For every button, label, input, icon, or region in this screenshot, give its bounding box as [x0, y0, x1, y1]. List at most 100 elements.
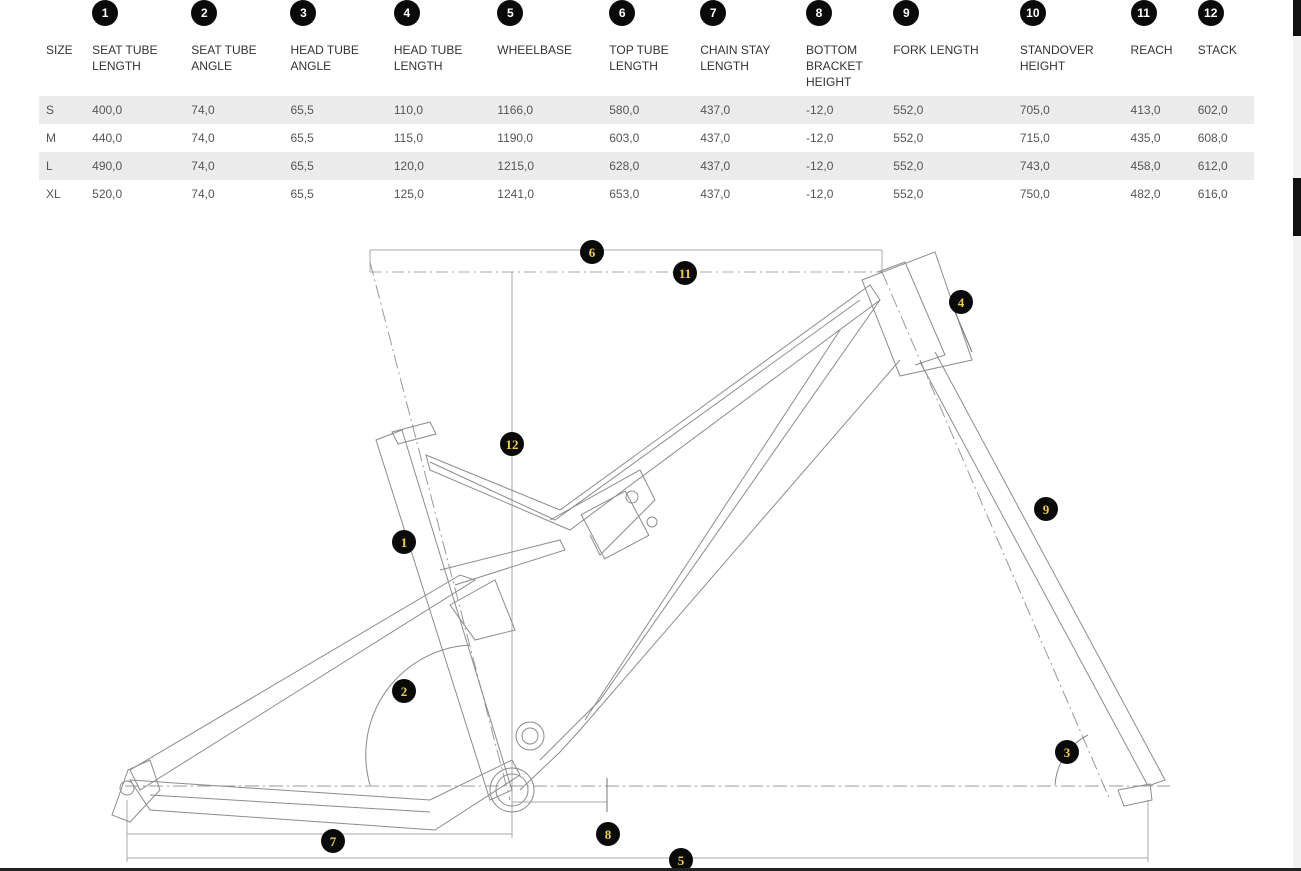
marker-8: 8 — [596, 822, 620, 846]
badge-2: 2 — [191, 0, 218, 26]
frame-lines — [111, 249, 1170, 862]
table-cell: 413,0 — [1123, 96, 1191, 124]
vertical-scrollbar[interactable] — [1293, 0, 1301, 871]
table-cell: 616,0 — [1197, 187, 1228, 201]
table-cell: 437,0 — [700, 187, 731, 201]
badge-10: 10 — [1019, 0, 1046, 26]
header-size: SIZE — [46, 43, 73, 57]
svg-text:4: 4 — [958, 295, 965, 310]
header-stack: STACK — [1197, 43, 1237, 57]
table-cell: 437,0 — [693, 96, 800, 124]
cell-size: S — [39, 96, 86, 124]
svg-text:9: 9 — [1043, 502, 1050, 517]
badge-3: 3 — [290, 0, 317, 26]
svg-text:3: 3 — [1064, 745, 1071, 760]
table-cell: 435,0 — [1130, 131, 1161, 145]
marker-4: 4 — [949, 290, 973, 314]
table-cell: 705,0 — [1012, 96, 1124, 124]
cell-size: XL — [46, 187, 61, 201]
svg-text:12: 12 — [506, 437, 519, 452]
table-cell: 612,0 — [1190, 152, 1254, 180]
table-cell: 653,0 — [609, 187, 640, 201]
badge-6: 6 — [609, 0, 636, 26]
badge-1: 1 — [92, 0, 119, 26]
table-cell: 1166,0 — [490, 96, 603, 124]
header-wheelbase: WHEELBASE — [497, 43, 572, 57]
geometry-table: 1 2 3 4 5 6 7 8 9 10 11 12 SIZE SEAT TUB… — [39, 0, 1254, 208]
table-cell: 1190,0 — [497, 131, 534, 145]
badge-8: 8 — [806, 0, 833, 26]
badge-12: 12 — [1197, 0, 1224, 26]
badge-7: 7 — [700, 0, 727, 26]
table-cell: 490,0 — [85, 152, 185, 180]
empty-cell — [39, 0, 85, 38]
marker-11: 11 — [673, 261, 697, 285]
svg-text:8: 8 — [605, 827, 612, 842]
number-badge-row: 1 2 3 4 5 6 7 8 9 10 11 12 — [39, 0, 1254, 38]
table-cell: 74,0 — [184, 96, 284, 124]
marker-12: 12 — [500, 432, 524, 456]
diagram-markers: 6 11 4 12 9 1 2 3 7 8 5 — [321, 240, 1079, 871]
table-cell: 628,0 — [602, 152, 694, 180]
scrollbar-thumb[interactable] — [1293, 178, 1301, 236]
table-cell: 743,0 — [1012, 152, 1124, 180]
marker-1: 1 — [392, 530, 416, 554]
marker-2: 2 — [392, 679, 416, 703]
table-cell: 608,0 — [1197, 131, 1228, 145]
header-reach: REACH — [1130, 43, 1173, 57]
table-cell: 400,0 — [85, 96, 185, 124]
table-cell: 482,0 — [1130, 187, 1161, 201]
table-cell: 552,0 — [886, 152, 1013, 180]
table-cell: 520,0 — [92, 187, 123, 201]
table-cell: 110,0 — [386, 96, 491, 124]
table-cell: 437,0 — [693, 152, 800, 180]
table-cell: 120,0 — [386, 152, 491, 180]
table-cell: 74,0 — [191, 131, 215, 145]
frame-geometry-diagram: 6 11 4 12 9 1 2 3 7 8 5 — [111, 240, 1170, 871]
table-cell: 603,0 — [609, 131, 640, 145]
svg-text:11: 11 — [679, 266, 691, 281]
marker-3: 3 — [1055, 740, 1079, 764]
table-cell: 65,5 — [290, 187, 314, 201]
cell-size: L — [39, 152, 86, 180]
table-row: XL 520,0 74,0 65,5 125,0 1241,0 653,0 43… — [39, 180, 1254, 208]
table-cell: 552,0 — [893, 187, 924, 201]
svg-text:1: 1 — [401, 535, 408, 550]
table-cell: 552,0 — [886, 96, 1013, 124]
table-cell: -12,0 — [806, 131, 834, 145]
table-row: L 490,0 74,0 65,5 120,0 1215,0 628,0 437… — [39, 152, 1254, 180]
svg-text:7: 7 — [330, 834, 337, 849]
table-cell: 74,0 — [184, 152, 284, 180]
table-cell: 437,0 — [700, 131, 731, 145]
table-cell: 115,0 — [393, 131, 424, 145]
svg-text:2: 2 — [401, 684, 408, 699]
marker-7: 7 — [321, 829, 345, 853]
cell-size: M — [46, 131, 56, 145]
table-cell: 750,0 — [1019, 187, 1050, 201]
table-cell: 65,5 — [290, 131, 314, 145]
badge-4: 4 — [393, 0, 420, 26]
table-cell: -12,0 — [806, 187, 834, 201]
table-row: S 400,0 74,0 65,5 110,0 1166,0 580,0 437… — [39, 96, 1254, 124]
table-cell: 125,0 — [393, 187, 424, 201]
svg-text:6: 6 — [589, 245, 596, 260]
marker-9: 9 — [1034, 497, 1058, 521]
marker-5: 5 — [669, 848, 693, 871]
marker-6: 6 — [580, 240, 604, 264]
table-cell: 580,0 — [602, 96, 694, 124]
table-cell: 552,0 — [893, 131, 924, 145]
close-icon[interactable] — [1293, 0, 1301, 36]
table-cell: 74,0 — [191, 187, 215, 201]
table-cell: 65,5 — [283, 152, 387, 180]
svg-text:5: 5 — [678, 853, 685, 868]
table-cell: 1215,0 — [490, 152, 603, 180]
table-row: M 440,0 74,0 65,5 115,0 1190,0 603,0 437… — [39, 124, 1254, 152]
